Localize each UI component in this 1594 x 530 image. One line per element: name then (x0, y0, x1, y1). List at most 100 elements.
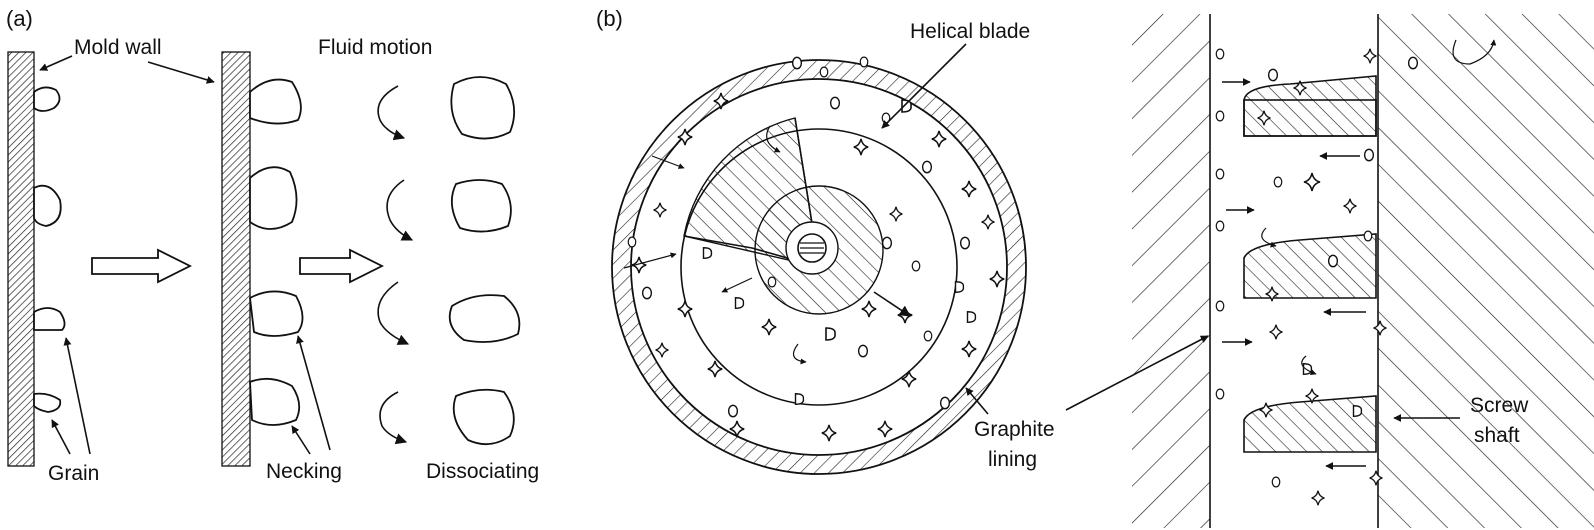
fluid-motion-arrows (377, 85, 414, 445)
curved-arrow-2 (386, 179, 414, 241)
blob-particle (794, 393, 805, 405)
curved-arrow-1 (377, 85, 406, 141)
blade-1-outline (1243, 99, 1377, 137)
panel-b-label: (b) (596, 6, 623, 31)
screw-blade-1 (1243, 75, 1377, 137)
blob-particle (1407, 56, 1419, 70)
curved-arrow-3 (377, 281, 410, 345)
blob-particle (921, 160, 933, 174)
star-particle (1303, 172, 1321, 192)
dissociated-grain-2 (450, 179, 512, 233)
blob-particle (702, 247, 713, 259)
helical-blade-label: Helical blade (910, 20, 1030, 43)
outer-mold-wall (1132, 14, 1210, 528)
blob-particle (1215, 388, 1225, 400)
dissociating-label: Dissociating (426, 460, 539, 483)
swirl-arrow (1261, 227, 1277, 248)
blob-particle (1363, 230, 1373, 242)
blob-particle (1215, 300, 1225, 312)
motion-arrow (651, 155, 685, 169)
blob-particle (767, 276, 777, 288)
fluid-motion-label: Fluid motion (318, 36, 432, 59)
star-particle (1362, 48, 1378, 64)
necking-leader-2 (291, 425, 311, 455)
dissociated-grain-4 (452, 388, 515, 446)
star-particle (1310, 490, 1326, 506)
dissociated-grain-3 (448, 294, 521, 343)
blob-particle (939, 396, 951, 410)
channel-motion-arrows (1222, 39, 1497, 470)
blob-particle (954, 281, 965, 293)
blob-particle (881, 236, 893, 250)
blob-particle (1363, 148, 1375, 162)
mold-wall-left (7, 51, 35, 467)
blob-particle (825, 327, 836, 341)
blob-particle (791, 56, 803, 70)
blob-particle (1302, 363, 1313, 375)
necking-grain-3 (249, 290, 304, 337)
dissociated-grain-1 (450, 76, 516, 140)
necking-grain-1 (249, 78, 302, 125)
curved-arrow-4 (379, 391, 408, 445)
graphite-lining-leader (965, 387, 989, 415)
motion-arrow (623, 252, 677, 269)
blob-particle (1352, 405, 1363, 417)
screw-shaft-label-2: shaft (1474, 424, 1520, 447)
necking-grain-4 (249, 377, 301, 426)
necking-label: Necking (266, 460, 342, 483)
graphite-lining-leader-2 (1065, 335, 1209, 411)
swirl-arrow (766, 125, 781, 153)
blob-particle (1327, 254, 1339, 268)
blob-particle (829, 96, 841, 110)
blob-particle (727, 404, 739, 418)
blob-particle (1267, 68, 1279, 82)
grain-1 (33, 86, 61, 112)
progress-arrow-2 (299, 248, 385, 284)
panel-a-label: (a) (6, 6, 33, 31)
screw-shaft-body (1378, 14, 1594, 528)
blob-particle (966, 311, 977, 323)
screw-blade-2 (1243, 233, 1377, 299)
necking-leader-1 (296, 335, 331, 451)
blob-particle (923, 330, 933, 342)
blob-particle (959, 236, 971, 250)
blob-particle (627, 236, 637, 248)
grain-leader-1 (63, 337, 91, 455)
grain-4 (33, 392, 62, 413)
graphite-lining-label-2: lining (988, 448, 1037, 471)
progress-arrow-1 (91, 248, 193, 284)
blob-particle (1271, 476, 1281, 488)
blob-particle (1215, 220, 1225, 232)
panel-b-longitudinal-section: Screw shaft (1065, 14, 1594, 528)
motion-arrow (721, 277, 753, 293)
grain-leader-2 (51, 419, 71, 455)
blob-particle (857, 344, 869, 358)
star-particle (1268, 324, 1284, 340)
helical-blade-leader (881, 43, 967, 129)
blob-particle (819, 66, 829, 78)
panel-a: (a) (6, 6, 539, 485)
blob-particle (1215, 110, 1225, 122)
blob-particle (641, 286, 653, 300)
blob-particle (1273, 176, 1283, 188)
mold-wall-label: Mold wall (74, 36, 162, 59)
star-particle (1342, 198, 1358, 214)
swirl-arrow (792, 343, 807, 365)
necking-grain-2 (249, 166, 298, 230)
screw-blade-3 (1243, 395, 1377, 453)
screw-shaft-label-1: Screw (1470, 394, 1529, 417)
mold-wall-middle (221, 51, 251, 467)
rotation-arrow (1452, 39, 1497, 65)
panel-b-cross-section: (b) (596, 6, 1055, 475)
swirl-arrow (1301, 355, 1317, 375)
blob-particle (734, 297, 745, 309)
graphite-lining-label-1: Graphite (974, 418, 1055, 441)
grain-3 (33, 307, 66, 331)
blob-particle (1215, 168, 1225, 180)
particle-motion-arrows (623, 125, 911, 365)
motion-arrow (873, 291, 911, 317)
blob-particle (1215, 48, 1225, 60)
mold-wall-leader-2 (147, 61, 215, 84)
mold-wall-leader-1 (39, 55, 73, 71)
